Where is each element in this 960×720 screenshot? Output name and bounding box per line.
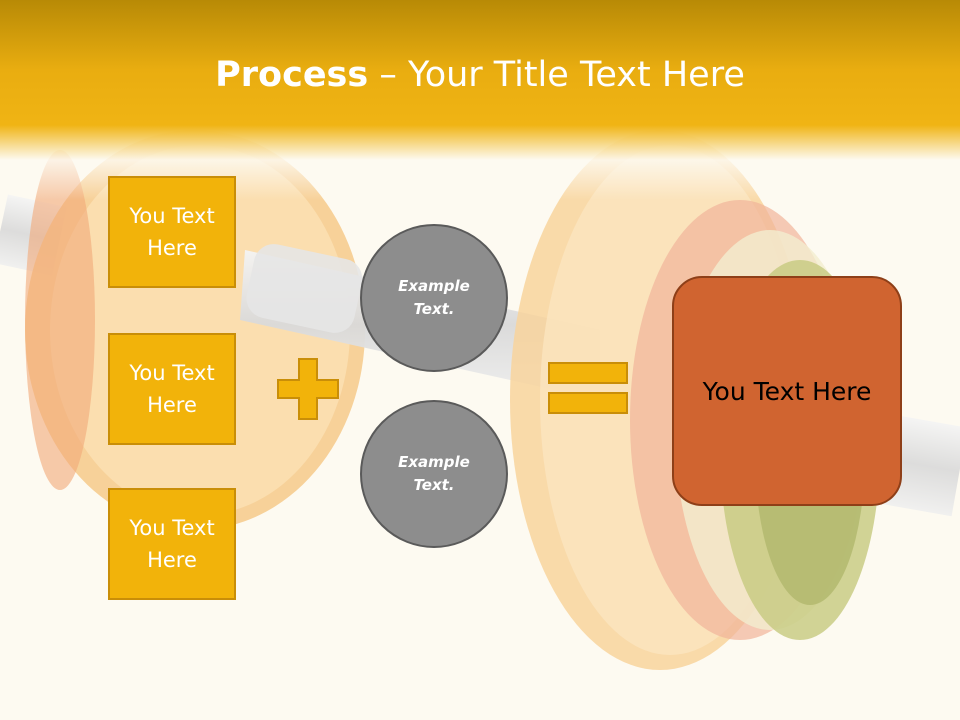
example-circle-2[interactable]: Example Text. [360, 400, 508, 548]
text-box-2[interactable]: You Text Here [108, 333, 236, 445]
title-bold: Process [215, 55, 369, 95]
equals-icon [548, 362, 628, 414]
example-circle-1[interactable]: Example Text. [360, 224, 508, 372]
slide-title: Process – Your Title Text Here [0, 52, 960, 98]
plus-icon [277, 358, 339, 420]
text-box-3[interactable]: You Text Here [108, 488, 236, 600]
title-band [0, 0, 960, 200]
result-box[interactable]: You Text Here [672, 276, 902, 506]
text-box-1[interactable]: You Text Here [108, 176, 236, 288]
title-rest: – Your Title Text Here [368, 55, 745, 95]
